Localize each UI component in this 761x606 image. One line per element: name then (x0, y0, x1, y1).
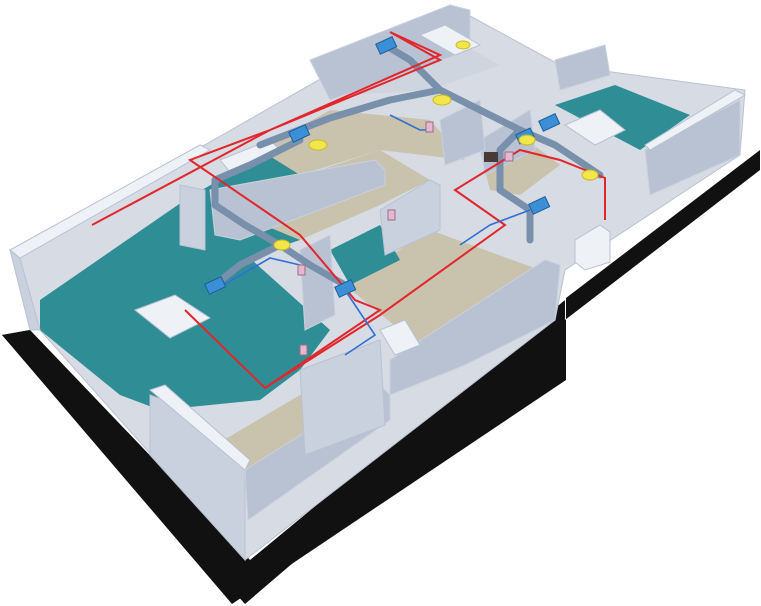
center-branch-duct (276, 241, 349, 289)
outdoor-unit (574, 224, 611, 271)
diffuser-top (455, 40, 471, 50)
wall-controllers (297, 121, 514, 356)
island-counter (134, 294, 212, 339)
diffuser-right-b (581, 169, 599, 181)
controller-right (504, 151, 514, 162)
outer-wall-front-top (148, 384, 251, 471)
wall-hall-front (209, 159, 386, 241)
diffuser-corridor (432, 94, 452, 106)
wall-right-room-back (554, 44, 611, 91)
diffuser-hall (308, 139, 328, 151)
living-branch-duct (211, 241, 284, 289)
outer-wall-far-right-top (644, 89, 747, 151)
indoor-unit-right-lower (528, 196, 551, 215)
supply-ducts (211, 41, 604, 289)
diffuser-living (273, 239, 291, 251)
diffuser-right-a (518, 134, 536, 146)
indoor-unit-right (538, 113, 561, 132)
air-diffusers (273, 40, 599, 251)
outer-wall-left-face (9, 248, 41, 331)
indoor-unit-top (375, 36, 398, 55)
floor-bedroom-right (555, 85, 690, 150)
vanity-right (563, 109, 626, 146)
drain-living (214, 257, 301, 291)
right-branch-duct (496, 126, 534, 244)
drain-center (344, 289, 377, 356)
controller-center (387, 209, 396, 221)
main-trunk-duct (256, 86, 604, 179)
controller-panel (484, 152, 498, 162)
top-room-duct (381, 41, 444, 94)
ground-shadow-base (2, 300, 565, 604)
refrigerant-loop-living (91, 31, 443, 390)
controller-bottom (299, 344, 308, 356)
wall-center-divider (379, 179, 441, 256)
indoor-unit-living (204, 276, 227, 295)
indoor-unit-center (334, 279, 357, 298)
vanity-bottom (379, 319, 421, 356)
condensate-drain-piping (214, 114, 531, 356)
floor-teal-mid (330, 225, 400, 285)
controller-hall (425, 121, 434, 133)
controller-living (297, 264, 306, 276)
hall-branch-duct (211, 136, 304, 249)
outer-wall-right-face (389, 259, 561, 396)
wall-center-lower (299, 234, 336, 331)
wall-bedroom-divider (179, 184, 206, 251)
wall-top-room-face (309, 4, 471, 101)
indoor-unit-hall (288, 124, 311, 143)
drain-right (459, 209, 531, 246)
